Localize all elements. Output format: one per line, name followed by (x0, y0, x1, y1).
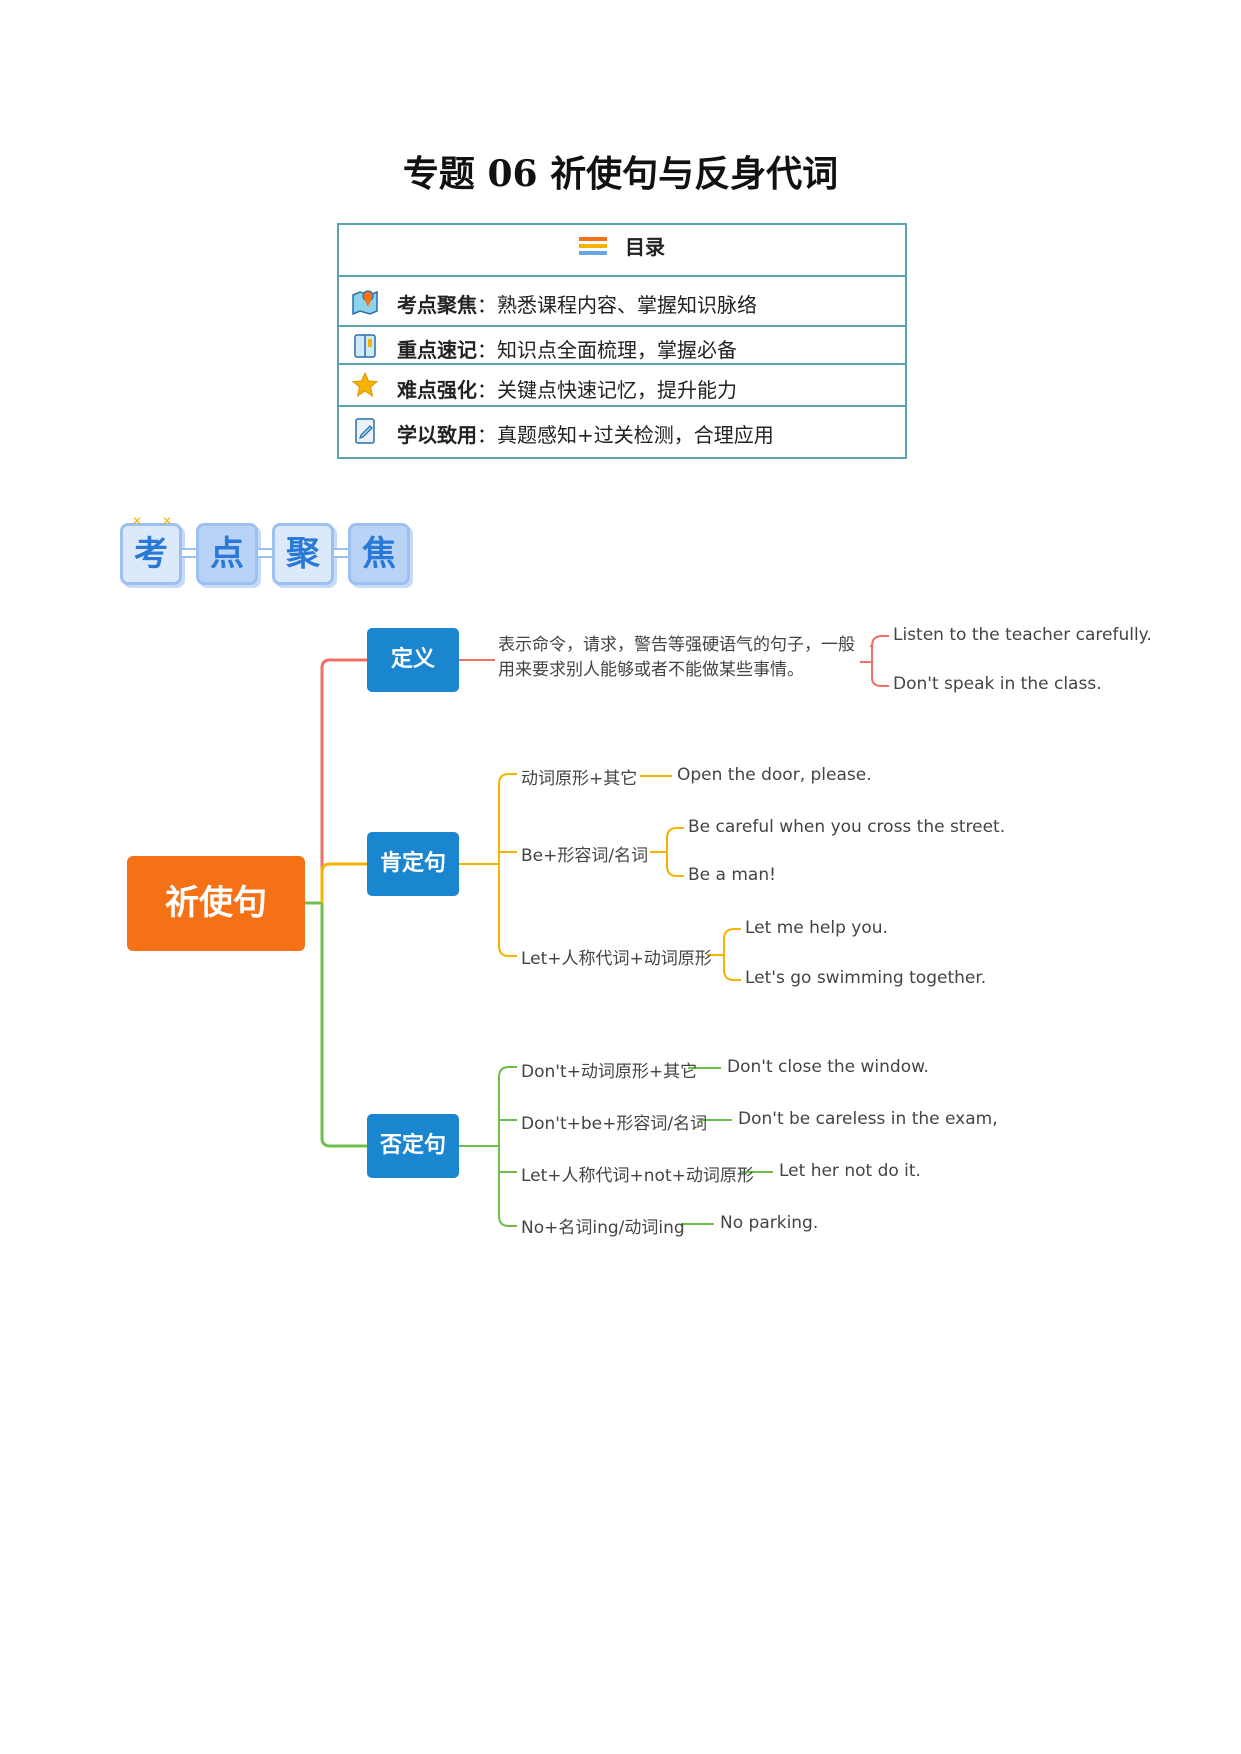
toc-table: 目录 考点聚焦：熟悉课程内容、掌握知识脉络 重点速记：知识点全面梳理，掌握必备 (337, 223, 907, 459)
example-text: Don't speak in the class. (893, 674, 1102, 694)
definition-text: 表示命令，请求，警告等强硬语气的句子，一般用来要求别人能够或者不能做某些事情。 (498, 635, 855, 680)
toc-title: 目录 (625, 235, 665, 259)
example-text: Let's go swimming together. (745, 968, 987, 988)
example-text: Don't be careless in the exam, (738, 1109, 998, 1129)
pattern-text: Let+人称代词+动词原形 (521, 949, 712, 969)
toc-item-difficult[interactable]: 难点强化：关键点快速记忆，提升能力 (339, 363, 905, 407)
pattern-text: Be+形容词/名词 (521, 846, 649, 866)
affirmative-branch (320, 862, 367, 903)
example-text: Let her not do it. (779, 1161, 921, 1181)
toc-item-notes[interactable]: 重点速记：知识点全面梳理，掌握必备 (339, 325, 905, 365)
edit-document-icon (351, 417, 379, 445)
toc-item-label: 考点聚焦 (397, 293, 477, 317)
sparkle-icon: ✕ (132, 514, 143, 528)
toc-item-focus[interactable]: 考点聚焦：熟悉课程内容、掌握知识脉络 (339, 275, 905, 327)
example-text: Listen to the teacher carefully. (893, 625, 1152, 645)
definition-example-bracket (860, 635, 889, 687)
toc-item-desc: 熟悉课程内容、掌握知识脉络 (497, 293, 757, 317)
star-icon (351, 371, 379, 399)
example-text: Be a man! (688, 865, 776, 885)
sparkle-icon: ✕ (162, 514, 173, 528)
toc-item-label: 重点速记 (397, 338, 477, 362)
pattern-text: Let+人称代词+not+动词原形 (521, 1166, 754, 1186)
list-icon (579, 236, 607, 261)
banner-connector (334, 548, 348, 558)
toc-item-desc: 知识点全面梳理，掌握必备 (497, 338, 737, 362)
banner-char: 聚 (272, 523, 334, 585)
node-definition: 定义 (367, 628, 459, 692)
affirmative-pattern-bracket (459, 773, 517, 957)
map-pin-icon (351, 287, 379, 316)
banner-connector (182, 548, 196, 558)
pattern-text: No+名词ing/动词ing (521, 1218, 685, 1238)
mindmap-root: 祈使句 (127, 856, 305, 951)
banner-char: 焦 (348, 523, 410, 585)
page-title: 专题 06 祈使句与反身代词 (402, 153, 839, 195)
affirmative-example-bracket (650, 827, 684, 877)
pattern-text: 动词原形+其它 (521, 769, 638, 789)
toc-item-desc: 真题感知+过关检测，合理应用 (497, 423, 774, 447)
node-affirmative: 肯定句 (367, 832, 459, 896)
example-text: Open the door, please. (677, 765, 872, 785)
negative-pattern-bracket (459, 1066, 517, 1227)
toc-header: 目录 (339, 225, 905, 277)
banner-connector (258, 548, 272, 558)
banner-char: 点 (196, 523, 258, 585)
toc-item-desc: 关键点快速记忆，提升能力 (497, 378, 737, 402)
negative-branch (320, 903, 367, 1148)
pattern-text: Don't+动词原形+其它 (521, 1062, 698, 1082)
node-negative: 否定句 (367, 1114, 459, 1178)
affirmative-example-bracket (707, 928, 741, 981)
toc-item-label: 难点强化 (397, 378, 477, 402)
definition-branch (320, 658, 367, 903)
pattern-text: Don't+be+形容词/名词 (521, 1114, 708, 1134)
toc-item-label: 学以致用 (397, 423, 477, 447)
toc-item-apply[interactable]: 学以致用：真题感知+过关检测，合理应用 (339, 405, 905, 457)
example-text: Let me help you. (745, 918, 888, 938)
example-text: No parking. (720, 1213, 819, 1233)
example-text: Be careful when you cross the street. (688, 817, 1006, 837)
notebook-icon (351, 332, 379, 360)
banner-char: 考 (120, 523, 182, 585)
example-text: Don't close the window. (727, 1057, 929, 1077)
